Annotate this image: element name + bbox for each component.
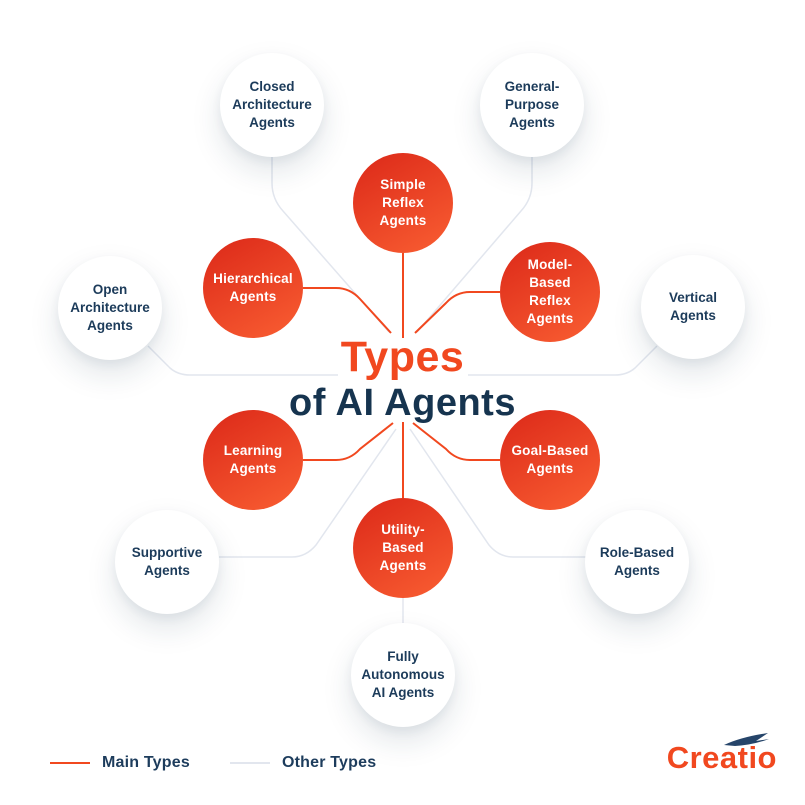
node-goal-based-agents: Goal-Based Agents [500, 410, 600, 510]
creatio-arrow-icon [723, 733, 771, 753]
node-closed-architecture-agents: Closed Architecture Agents [220, 53, 324, 157]
node-general-purpose-agents: General-Purpose Agents [480, 53, 584, 157]
connector-role-based [409, 428, 586, 558]
node-label: Role-Based Agents [599, 544, 675, 578]
title-line-2: of AI Agents [289, 382, 516, 424]
node-vertical-agents: Vertical Agents [641, 255, 745, 359]
creatio-logo: Creatio [666, 733, 777, 776]
node-label: Learning Agents [223, 443, 283, 476]
node-label: Simple Reflex Agents [379, 177, 427, 228]
other-types-line-swatch [229, 762, 270, 764]
title-line-1: Types [340, 333, 465, 381]
connector-closed-architecture [271, 157, 390, 333]
node-simple-reflex-agents: Simple Reflex Agents [353, 153, 453, 253]
node-label: Fully Autonomous AI Agents [361, 648, 445, 701]
connector-learning [303, 422, 394, 461]
connector-model-based [414, 291, 500, 334]
node-label: Open Architecture Agents [70, 281, 150, 334]
node-hierarchical-agents: Hierarchical Agents [203, 238, 303, 338]
legend-item-other-types: Other Types [229, 754, 377, 772]
connector-vertical-agents [468, 345, 658, 376]
connector-open-architecture [147, 345, 338, 376]
node-model-based-reflex-agents: Model-Based Reflex Agents [500, 242, 600, 342]
creatio-wordmark: Creatio [666, 740, 777, 775]
node-utility-based-agents: Utility-Based Agents [353, 498, 453, 598]
node-label: Closed Architecture Agents [232, 78, 312, 131]
legend: Main Types Other Types [50, 754, 376, 772]
node-supportive-agents: Supportive Agents [115, 510, 219, 614]
connector-general-purpose [416, 157, 533, 333]
node-label: Vertical Agents [668, 289, 718, 323]
node-label: Utility-Based Agents [379, 522, 427, 573]
diagram-title: Types of AI Agents [0, 333, 805, 424]
node-label: Hierarchical Agents [213, 271, 293, 304]
node-open-architecture-agents: Open Architecture Agents [58, 256, 162, 360]
node-fully-autonomous-ai-agents: Fully Autonomous AI Agents [351, 623, 455, 727]
connector-supportive [219, 428, 397, 558]
main-types-line-swatch [50, 762, 90, 764]
node-label: General-Purpose Agents [504, 78, 560, 131]
node-role-based-agents: Role-Based Agents [585, 510, 689, 614]
node-label: Goal-Based Agents [511, 443, 589, 476]
connector-hierarchical [303, 287, 392, 334]
node-learning-agents: Learning Agents [203, 410, 303, 510]
legend-main-label: Main Types [102, 754, 190, 771]
node-label: Model-Based Reflex Agents [526, 257, 574, 326]
legend-item-main-types: Main Types [50, 754, 190, 772]
node-label: Supportive Agents [131, 544, 203, 578]
connector-goal-based [412, 422, 500, 461]
legend-other-label: Other Types [281, 754, 377, 771]
